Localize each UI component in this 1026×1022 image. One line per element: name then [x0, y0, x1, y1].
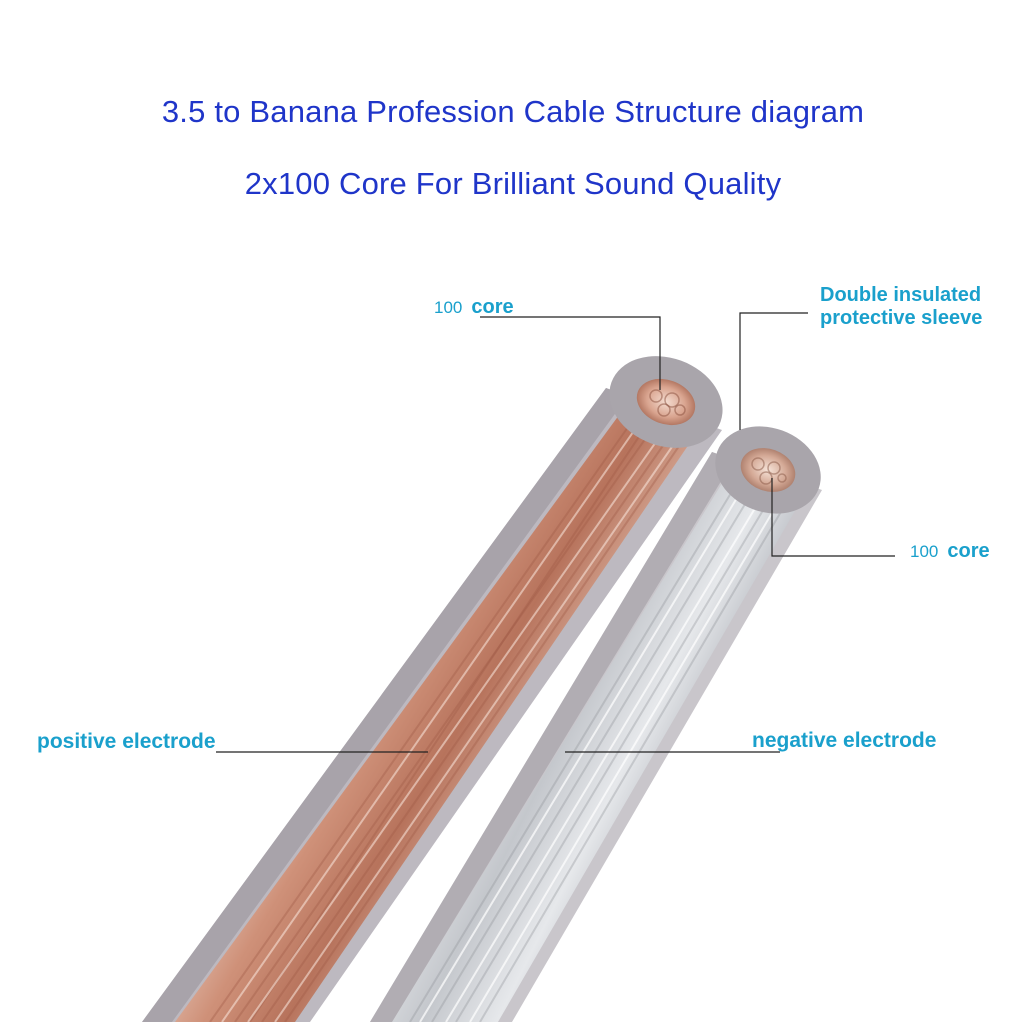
label-positive-electrode: positive electrode — [37, 730, 216, 753]
leader-sleeve — [739, 312, 808, 430]
core-right-word: core — [947, 540, 990, 562]
leader-core-right — [771, 478, 895, 557]
sleeve-line2: protective sleeve — [820, 307, 983, 329]
core-top-word: core — [471, 296, 514, 318]
diagram-subtitle: 2x100 Core For Brilliant Sound Quality — [244, 166, 782, 201]
leader-lines — [216, 312, 895, 753]
core-right-number: 100 — [910, 542, 939, 561]
copper-strands — [209, 409, 691, 1022]
core-top-number: 100 — [434, 298, 463, 317]
copper-highlights — [221, 414, 686, 1022]
positive-conductor — [175, 400, 700, 1022]
positive-core-texture — [649, 389, 686, 417]
label-negative-electrode: negative electrode — [752, 729, 937, 752]
negative-sleeve-edge — [370, 452, 734, 1022]
label-core-top: 100 core — [434, 297, 514, 317]
sleeve-line1: Double insulated — [820, 284, 982, 306]
silver-highlights — [419, 472, 789, 1022]
diagram-title: 3.5 to Banana Profession Cable Structure… — [161, 94, 865, 129]
leader-core-top — [480, 316, 661, 390]
label-sleeve: Double insulated protective sleeve — [820, 284, 982, 330]
negative-conductor — [392, 462, 806, 1022]
label-core-right: 100 core — [910, 541, 990, 561]
positive-sleeve-edge — [142, 388, 628, 1022]
negative-core-texture — [751, 457, 787, 485]
